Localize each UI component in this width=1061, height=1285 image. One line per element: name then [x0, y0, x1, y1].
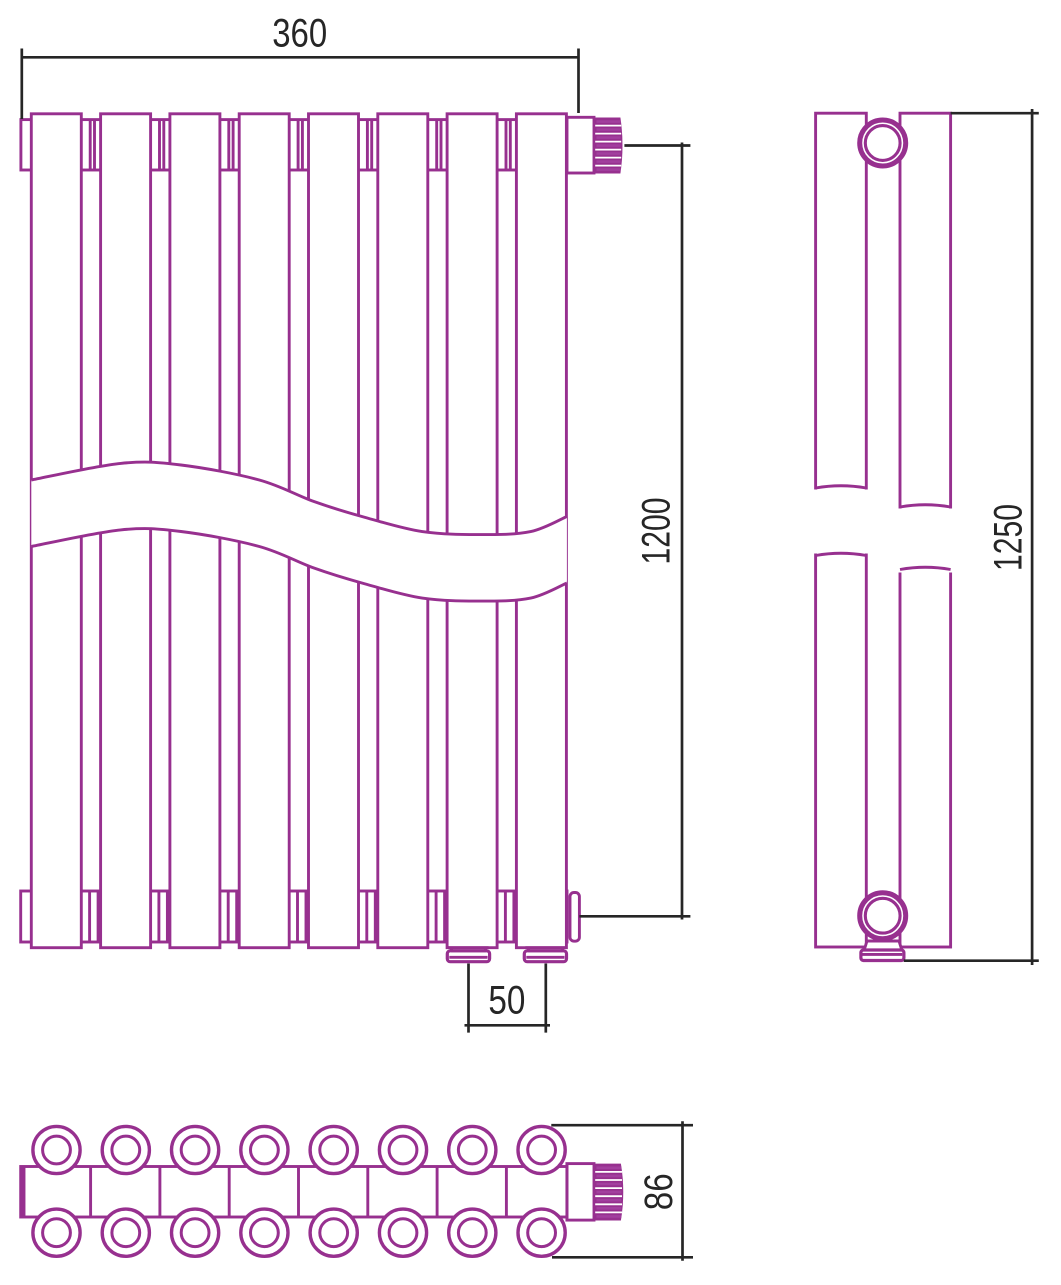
svg-text:86: 86: [637, 1173, 681, 1210]
svg-text:1200: 1200: [635, 498, 679, 565]
svg-text:360: 360: [272, 12, 327, 56]
svg-text:50: 50: [488, 979, 525, 1023]
svg-text:1250: 1250: [987, 504, 1031, 571]
